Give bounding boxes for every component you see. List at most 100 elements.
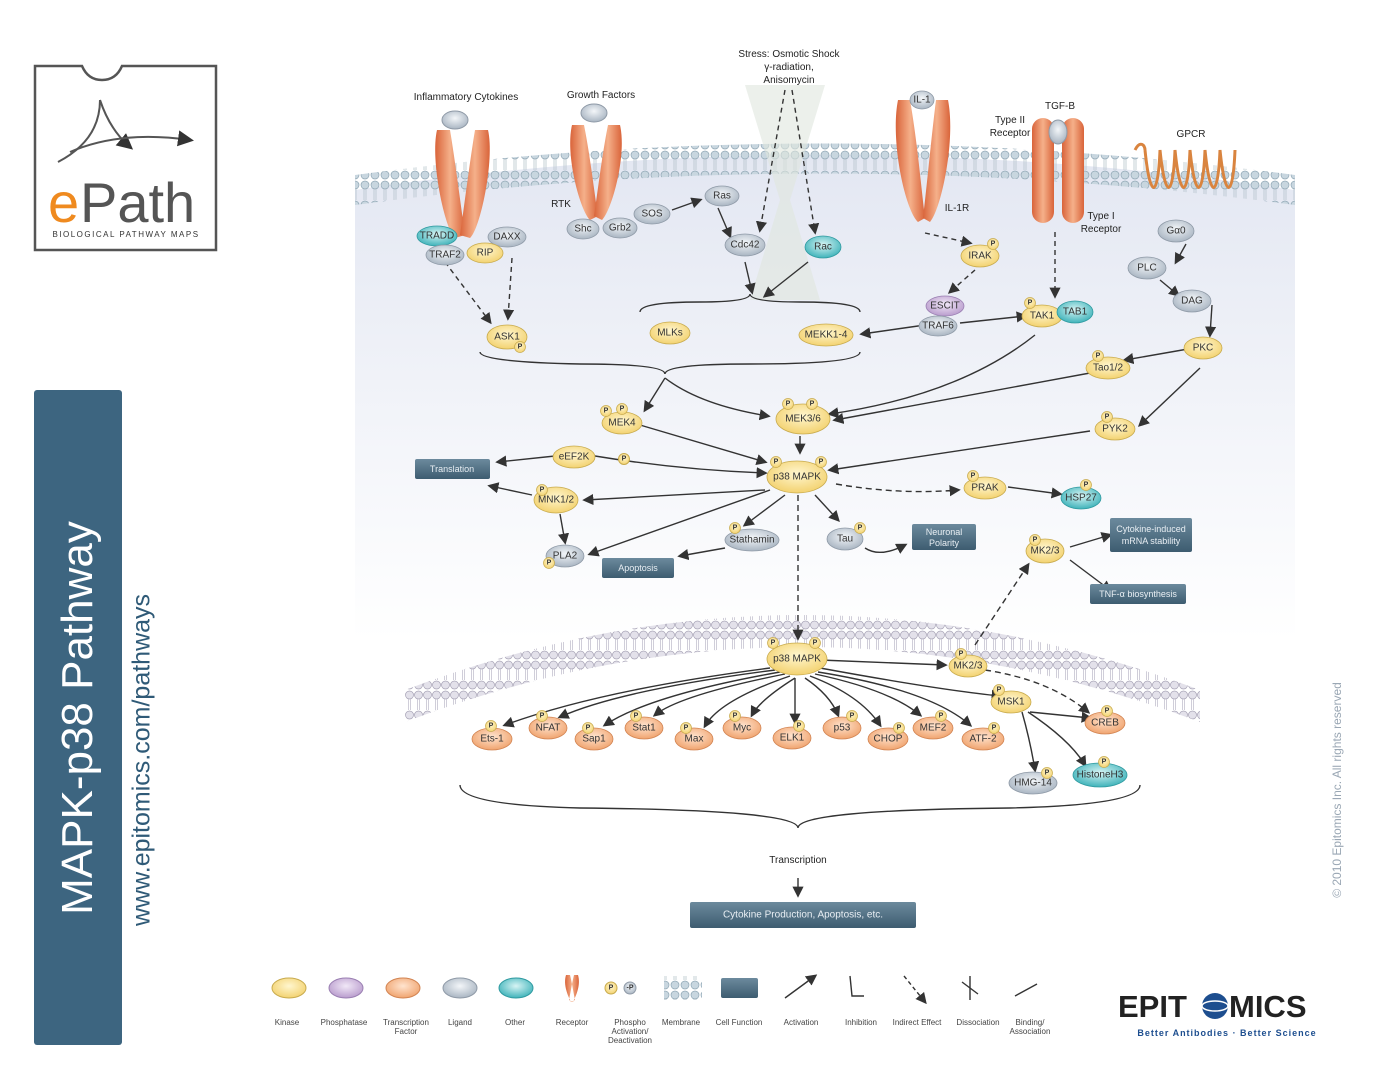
node-atf2: ATF-2P <box>961 722 1005 751</box>
legend-binding-icon <box>1014 983 1038 997</box>
node-label-creb: CREB <box>1091 718 1119 729</box>
svg-text:mRNA stability: mRNA stability <box>1122 536 1181 546</box>
svg-text:Type I: Type I <box>1087 211 1114 222</box>
phospho-icon: P <box>630 710 642 722</box>
legend-tf-icon <box>385 977 421 999</box>
phospho-icon: P <box>955 648 967 660</box>
node-label-traf2: TRAF2 <box>429 250 461 261</box>
node-ras: Ras <box>704 185 740 207</box>
node-label-cdc42: Cdc42 <box>731 240 760 251</box>
svg-text:P: P <box>1028 300 1033 307</box>
svg-text:P: P <box>771 640 776 647</box>
node-rac: Rac <box>804 235 842 259</box>
legend-label-13: Binding/ <box>1016 1018 1046 1027</box>
stress-label: Stress: Osmotic Shock γ-radiation, Aniso… <box>738 49 840 86</box>
node-label-rac: Rac <box>814 242 832 253</box>
transcription-label: Transcription <box>769 855 826 866</box>
svg-text:Anisomycin: Anisomycin <box>763 75 814 86</box>
node-label-escit: ESCIT <box>930 301 959 312</box>
sidebar-title-panel: MAPK-p38 Pathway <box>34 390 122 1045</box>
phospho-icon: P <box>1080 479 1092 491</box>
svg-text:P: P <box>733 713 738 720</box>
legend-ligand-icon <box>442 977 478 999</box>
svg-text:Polarity: Polarity <box>929 538 960 548</box>
legend-label-0: Kinase <box>275 1018 300 1027</box>
inflammatory-receptor <box>435 130 490 238</box>
cytoplasm-background <box>355 155 1295 640</box>
phospho-icon: P <box>893 722 905 734</box>
node-hsp27: HSP27 P <box>1060 479 1102 510</box>
phospho-icon: P <box>767 637 779 649</box>
node-label-ras: Ras <box>713 191 731 202</box>
node-label-ga0: Gα0 <box>1166 226 1186 237</box>
node-traf2: TRAF2 <box>425 244 465 266</box>
node-label-tradd: TRADD <box>420 231 454 242</box>
svg-text:P: P <box>997 687 1002 694</box>
node-label-sap1: Sap1 <box>582 734 606 745</box>
copyright-text: © 2010 Epitomics Inc. All rights reserve… <box>1330 682 1344 898</box>
svg-text:Cytokine-induced: Cytokine-induced <box>1116 524 1186 534</box>
node-label-traf6: TRAF6 <box>922 321 954 332</box>
type2-label: Type II Receptor <box>990 115 1031 139</box>
node-label-tau: Tau <box>837 534 853 545</box>
cell-translation: Translation <box>415 459 490 479</box>
phospho-icon: P <box>729 522 741 534</box>
node-dag: DAG <box>1172 289 1212 313</box>
phospho-icon: P <box>485 720 497 732</box>
svg-text:P: P <box>540 713 545 720</box>
legend-receptor-icon <box>565 975 579 1002</box>
svg-text:P: P <box>733 525 738 532</box>
svg-text:P: P <box>797 723 802 730</box>
phospho-icon: P <box>1092 350 1104 362</box>
il1r-receptor <box>895 100 951 222</box>
phospho-icon: P <box>536 484 548 496</box>
node-label-eef2k: eEF2K <box>559 452 590 463</box>
phospho-icon: P <box>1024 297 1036 309</box>
phospho-icon: P <box>536 710 548 722</box>
node-msk1: MSK1 P <box>990 684 1032 714</box>
rtk-label: RTK <box>551 199 571 210</box>
svg-text:P: P <box>489 723 494 730</box>
node-label-hmg14: HMG-14 <box>1014 778 1052 789</box>
node-tau: Tau P <box>826 522 866 551</box>
node-label-mk23: MK2/3 <box>1031 546 1060 557</box>
legend-membrane-icon <box>664 976 702 1000</box>
phospho-icon: P <box>1041 767 1053 779</box>
node-label-hsp27: HSP27 <box>1065 493 1097 504</box>
svg-text:Receptor: Receptor <box>990 128 1031 139</box>
svg-text:P: P <box>858 525 863 532</box>
company-globe-icon <box>1202 993 1228 1019</box>
node-label-tab1: TAB1 <box>1063 307 1088 318</box>
logo-subtitle: BIOLOGICAL PATHWAY MAPS <box>52 230 199 239</box>
svg-text:P: P <box>518 344 523 351</box>
phospho-icon: P <box>770 456 782 468</box>
tgfb-ligand <box>1048 119 1068 145</box>
node-mnk12: MNK1/2P <box>533 484 579 514</box>
node-label-prak: PRAK <box>971 483 999 494</box>
node-label-irak: IRAK <box>968 251 992 262</box>
phospho-icon: P <box>1029 534 1041 546</box>
node-label-pyk2: PYK2 <box>1102 424 1128 435</box>
node-tradd: TRADD <box>416 225 458 247</box>
node-label-msk1: MSK1 <box>997 697 1025 708</box>
inflammatory-ligand <box>441 110 469 130</box>
logo-e: e <box>48 171 79 234</box>
svg-text:P: P <box>540 487 545 494</box>
node-label-p53: p53 <box>834 723 851 734</box>
legend-cell-function-icon <box>721 978 758 998</box>
company-name-part1: EPIT <box>1118 989 1187 1024</box>
gpcr-label: GPCR <box>1177 129 1206 140</box>
node-label-rip: RIP <box>477 248 494 259</box>
svg-text:P: P <box>971 473 976 480</box>
tgfb-label: TGF-B <box>1045 101 1075 112</box>
node-label-tak1: TAK1 <box>1030 311 1055 322</box>
